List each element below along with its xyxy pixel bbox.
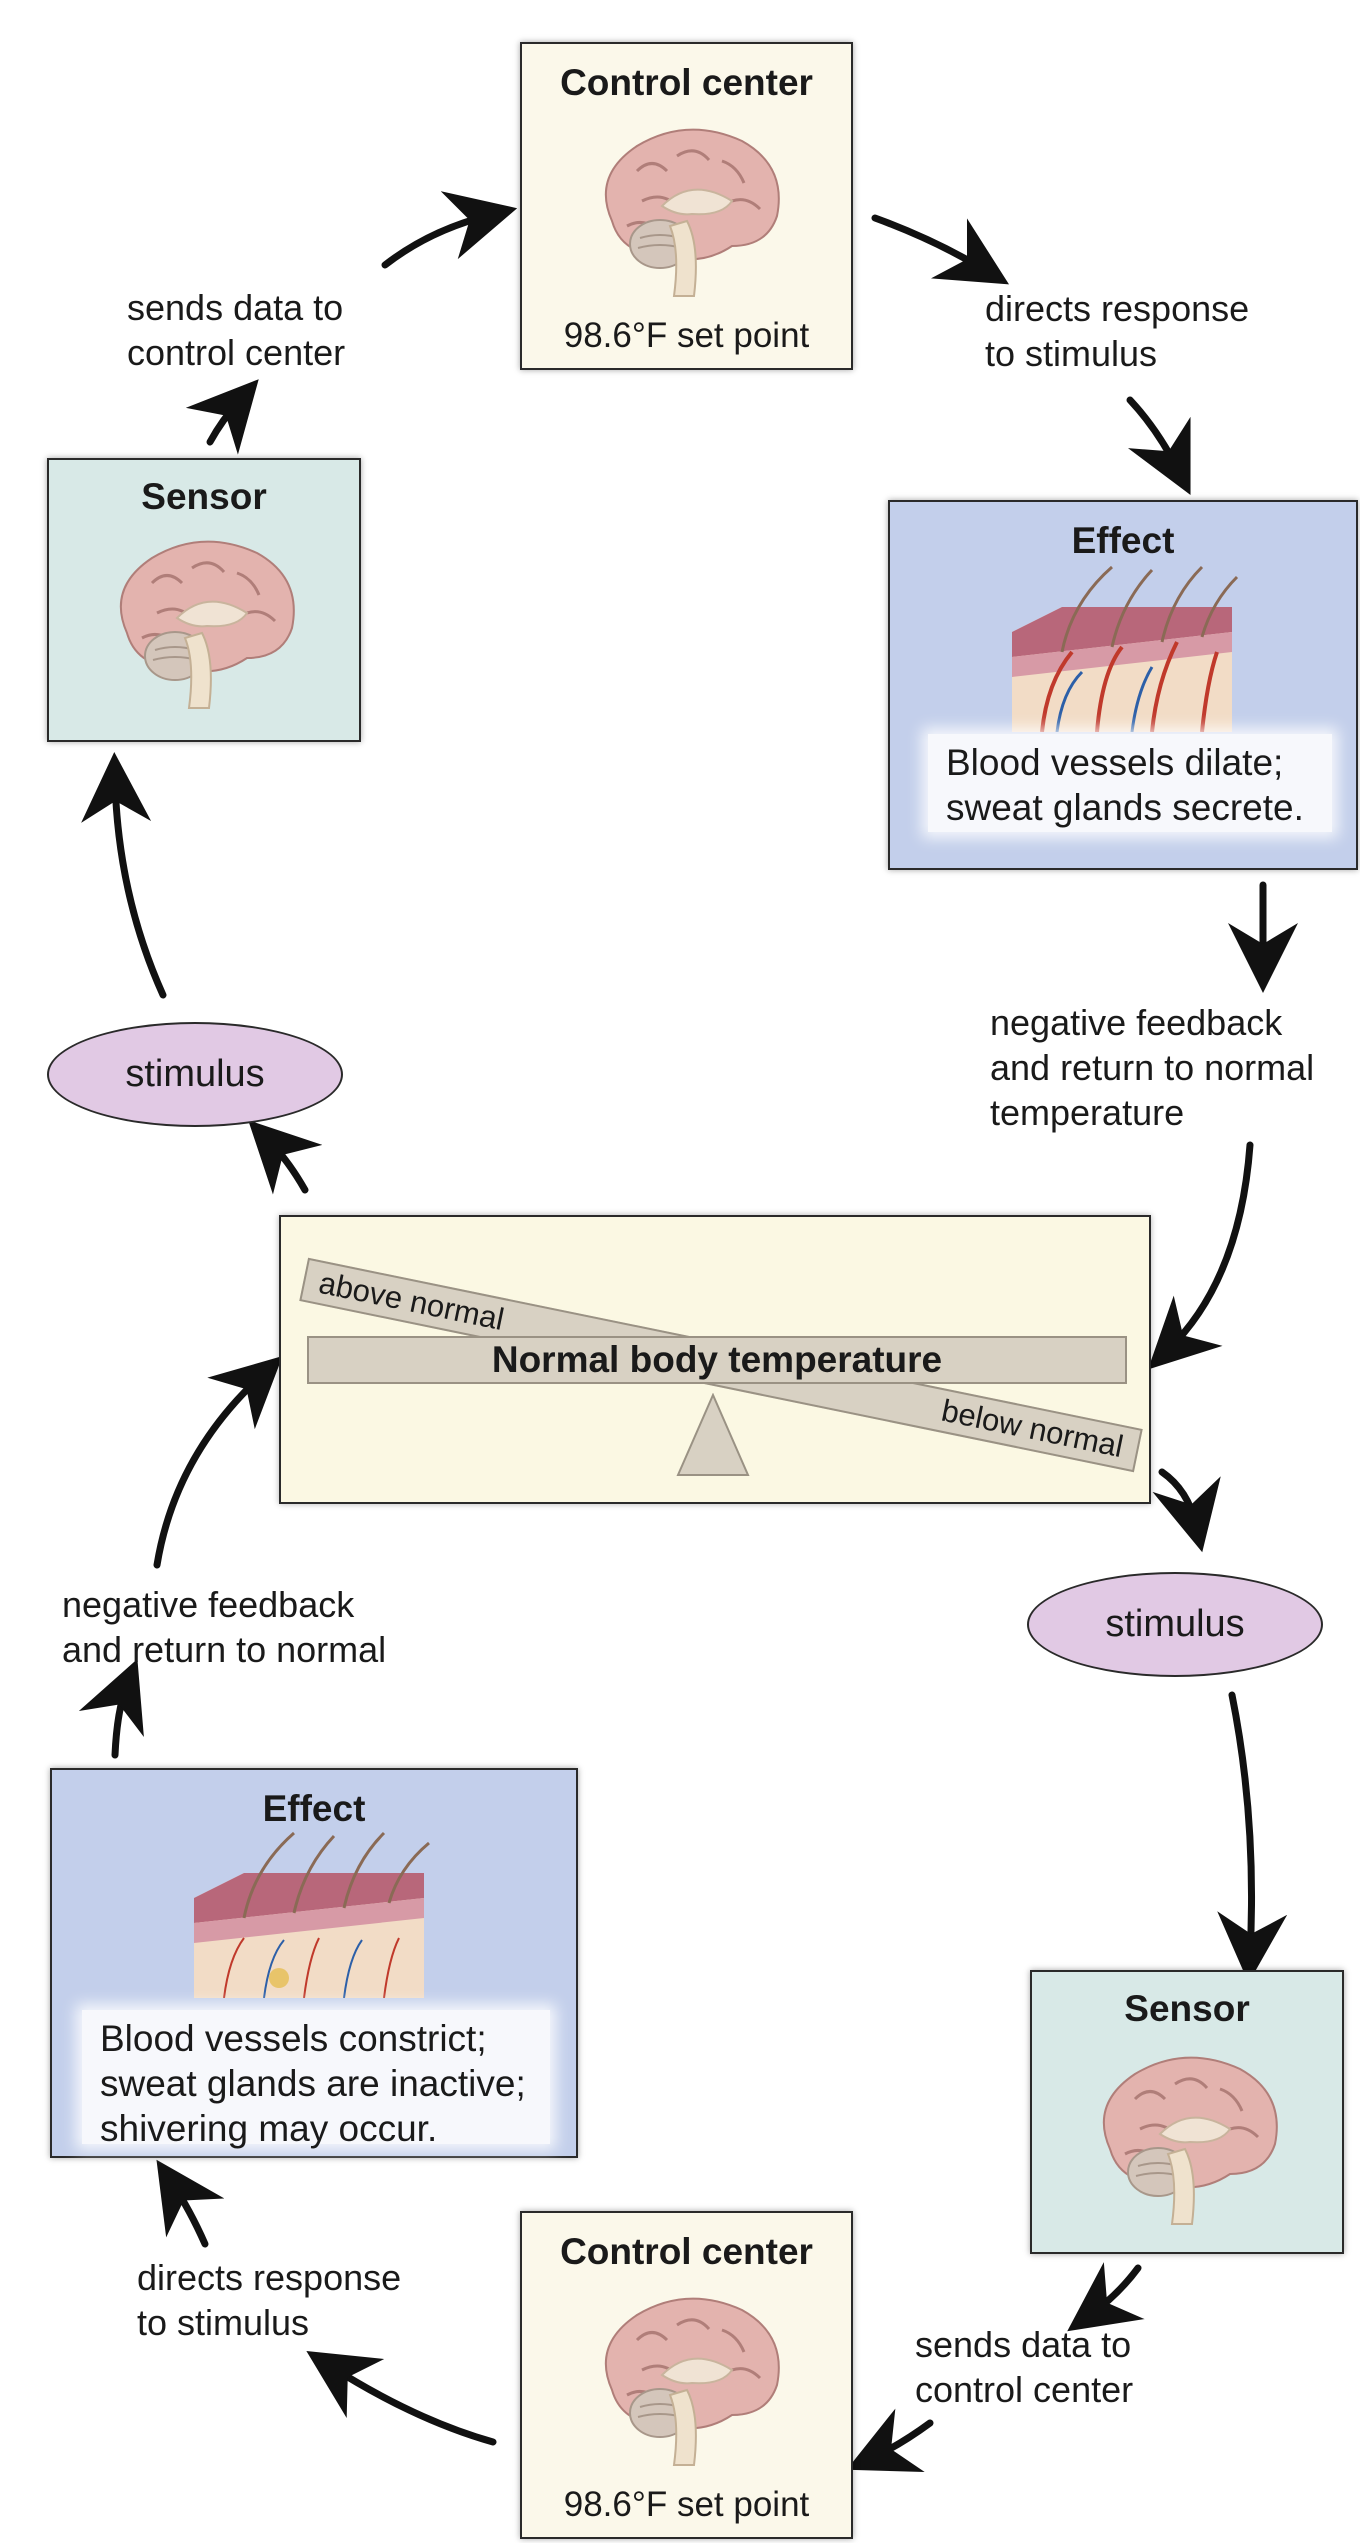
effect-description-line-2: sweat glands secrete. (946, 787, 1304, 828)
label-line: to stimulus (137, 2302, 310, 2343)
control-center-box-bottom: Control center 98.6°F set point (520, 2211, 853, 2539)
effect-title: Effect (1071, 520, 1175, 561)
label-line: control center (127, 332, 346, 373)
set-point-label: 98.6°F set point (563, 316, 810, 355)
effect-description-line-3: shivering may occur. (100, 2108, 438, 2149)
sensor-box-bottom: Sensor (1030, 1970, 1344, 2254)
label-line: control center (915, 2369, 1134, 2410)
arrow-control-to-directs-bottom (306, 2350, 497, 2446)
arrow-directs-to-effect-bottom (156, 2159, 225, 2248)
normal-body-temperature-label: Normal body temperature (491, 1339, 943, 1380)
effect-description-line-1: Blood vessels constrict; (100, 2018, 487, 2059)
arrow-scale-to-stimulus-top (248, 1120, 323, 1195)
brain-icon (604, 128, 780, 297)
brain-icon (1102, 2056, 1278, 2225)
above-normal-label: above normal (315, 1264, 508, 1337)
set-point-label: 98.6°F set point (563, 2485, 810, 2524)
effect-description-line-1: Blood vessels dilate; (946, 742, 1284, 783)
label-line: and return to normal (62, 1629, 387, 1670)
arrow-effect-to-feedback (78, 1658, 144, 1759)
brain-icon (604, 2297, 780, 2466)
arrow-sensor-to-label-bottom (1067, 2262, 1145, 2332)
arrow-control-to-directs (871, 214, 1010, 285)
below-normal-label: below normal (938, 1392, 1127, 1465)
label-line: negative feedback (990, 1002, 1283, 1043)
stimulus-top: stimulus (47, 1022, 343, 1127)
label-line: and return to normal (990, 1047, 1315, 1088)
arrow-scale-to-stimulus-bottom (1152, 1468, 1221, 1553)
arrow-to-control-top (381, 191, 518, 269)
label-line: to stimulus (985, 333, 1158, 374)
control-center-box-top: Control center 98.6°F set point (520, 42, 853, 370)
arrow-feedback-to-scale (1147, 1141, 1254, 1370)
arrow-label-to-control-bottom (846, 2408, 934, 2473)
arrow-stimulus-to-sensor (81, 752, 167, 999)
label-directs-response-top: directs response to stimulus (985, 286, 1249, 376)
sensor-title: Sensor (1124, 1988, 1250, 2029)
control-center-title: Control center (560, 62, 813, 103)
effect-description-line-2: sweat glands are inactive; (100, 2063, 526, 2104)
normal-temperature-scale: above normal below normal Normal body te… (279, 1215, 1151, 1504)
brain-icon (119, 540, 295, 709)
arrow-directs-to-effect (1126, 396, 1191, 496)
effect-box-bottom: Effect Blood vessels constrict; sweat gl… (50, 1768, 578, 2158)
effect-box-top: Effect Blood vessels dilate; sweat gland… (888, 500, 1358, 870)
arrow-feedback-to-scale-left (153, 1356, 283, 1569)
label-sends-data-bottom: sends data to control center (915, 2322, 1133, 2412)
effect-description: Blood vessels constrict; sweat glands ar… (82, 2010, 550, 2149)
label-line: sends data to (915, 2324, 1132, 2365)
label-negative-feedback-top: negative feedback and return to normal t… (990, 1000, 1314, 1135)
arrow-sensor-to-label (185, 379, 259, 455)
label-line: directs response (985, 288, 1250, 329)
stimulus-bottom: stimulus (1027, 1572, 1323, 1677)
label-line: temperature (990, 1092, 1185, 1133)
label-sends-data-top: sends data to control center (127, 285, 345, 375)
label-negative-feedback-bottom: negative feedback and return to normal (62, 1582, 386, 1672)
sensor-box-top: Sensor (47, 458, 361, 742)
control-center-title: Control center (560, 2231, 813, 2272)
fulcrum-icon (676, 1393, 750, 1476)
label-line: negative feedback (62, 1584, 355, 1625)
effect-description: Blood vessels dilate; sweat glands secre… (928, 734, 1332, 832)
label-directs-response-bottom: directs response to stimulus (137, 2255, 401, 2345)
arrow-stimulus-to-sensor-bottom (1217, 1691, 1288, 1983)
normal-beam: Normal body temperature (307, 1336, 1127, 1384)
label-line: sends data to (127, 287, 344, 328)
label-line: directs response (137, 2257, 402, 2298)
sensor-title: Sensor (141, 476, 267, 517)
skin-cross-section-icon (194, 1831, 430, 1998)
skin-cross-section-icon (1012, 565, 1239, 732)
effect-title: Effect (262, 1788, 366, 1829)
